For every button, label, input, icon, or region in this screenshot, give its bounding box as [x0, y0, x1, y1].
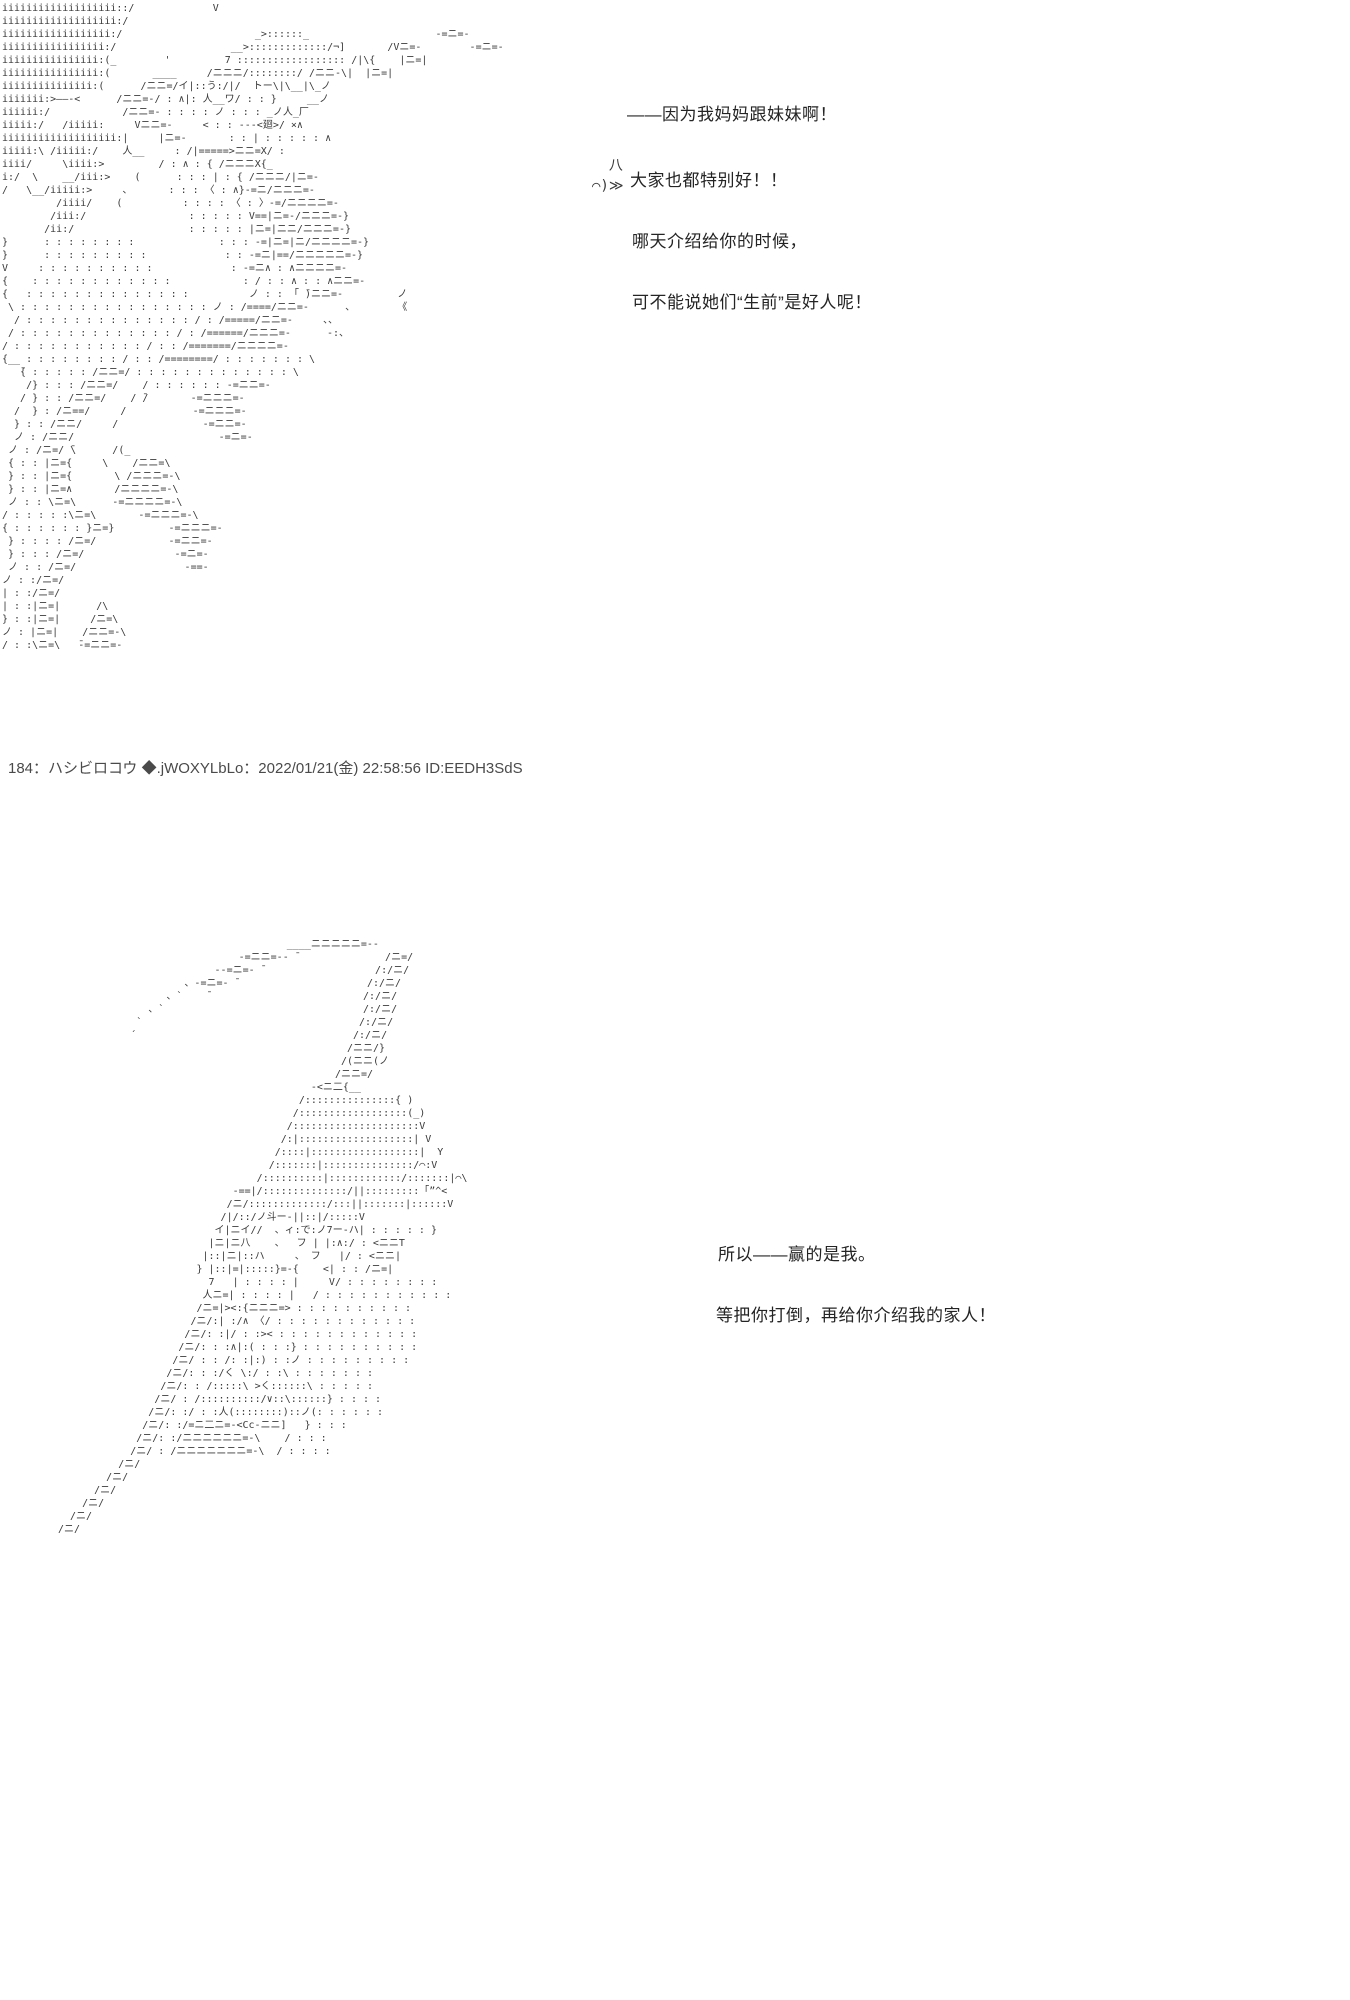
dialogue-line-1: ——因为我妈妈跟妹妹啊！ [627, 105, 837, 124]
dialogue-line-5: 所以——赢的是我。 [718, 1245, 876, 1264]
ascii-art-panel-2: ____ニニニニニ=-- -=ニニ=-- ̄ /ニ=/ --=ニ=- ̄ /:/… [58, 939, 468, 1535]
ascii-art-panel-1: iiiiiiiiiiiiiiiiiii::/ V iiiiiiiiiiiiiii… [2, 3, 504, 651]
dialogue-line-3: 哪天介绍给你的时候， [632, 232, 807, 251]
dialogue-line-6: 等把你打倒，再给你介绍我的家人！ [716, 1306, 996, 1325]
dialogue-line-4: 可不能说她们“生前”是好人呢！ [632, 293, 872, 312]
post-header: 184：ハシビロコウ ◆.jWOXYLbLo：2022/01/21(金) 22:… [8, 760, 523, 777]
dialogue-line-2: 大家也都特别好！！ [630, 171, 788, 190]
ascii-deco: 八 ⌒)≫ [592, 158, 624, 194]
